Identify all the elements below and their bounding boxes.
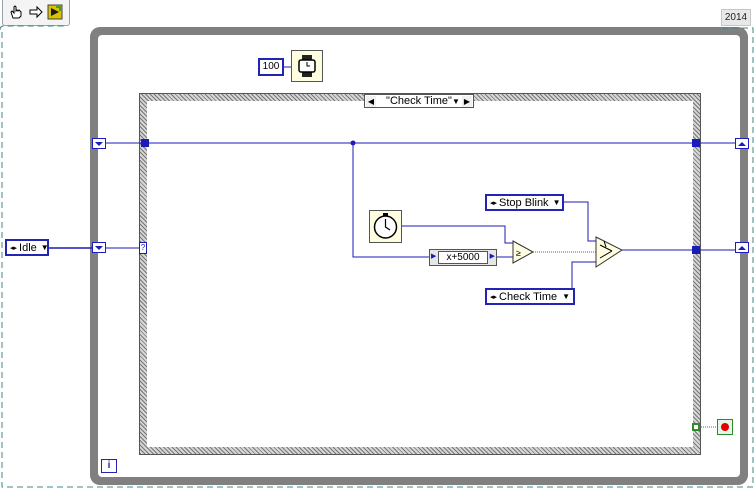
wire-clock [402,225,513,244]
chevron-down-icon[interactable]: ▼ [552,198,561,207]
version-label: 2014 [721,9,751,26]
wait-ms-node[interactable] [291,50,323,82]
chevron-down-icon[interactable]: ▼ [40,243,49,252]
tunnel-right-top [692,139,700,147]
case-selector[interactable]: ◀ "Check Time" ▼ ▶ [364,94,474,108]
toolbar-tab [2,0,70,26]
shift-register-left-mid[interactable] [92,242,106,253]
case-next-icon[interactable]: ▶ [462,96,472,107]
clock-icon [373,213,398,239]
select-node [595,236,624,268]
chevron-down-icon[interactable]: ▼ [562,292,570,301]
case-structure-body [147,101,693,447]
case-selector-label: "Check Time" [386,95,452,107]
enum-check-time-label: Check Time [499,290,558,303]
iteration-terminal[interactable]: i [101,459,117,473]
case-prev-icon[interactable]: ◀ [366,96,376,107]
tunnel-left-top [141,139,149,147]
enum-arrows-icon: ◂▸ [10,244,18,252]
wire-wait [284,66,292,68]
case-structure[interactable] [139,93,701,455]
right-arrow-icon[interactable] [28,4,44,20]
enum-stop-blink[interactable]: ◂▸ Stop Blink ▼ [485,194,564,211]
tick-count-node[interactable] [369,210,402,243]
enum-idle[interactable]: ◂▸ Idle ▼ [5,239,49,256]
wait-ms-constant[interactable]: 100 [258,58,284,76]
greater-equal-node [512,240,535,264]
block-diagram-border [0,25,754,488]
wire-to-add [352,143,433,258]
enum-idle-label: Idle [19,241,37,254]
wire-check-time [571,261,596,296]
wire-stop-blink [563,201,596,242]
case-selector-terminal[interactable]: ? [139,242,147,254]
hand-pointer-icon[interactable] [8,4,24,20]
tunnel-right-mid [692,246,700,254]
enum-arrows-icon: ◂▸ [490,293,498,301]
case-dropdown-icon[interactable]: ▼ [452,96,460,107]
enum-arrows-icon: ◂▸ [490,199,498,207]
toolbar: 2014 [0,0,755,26]
labview-vi-icon[interactable] [47,4,63,20]
wristwatch-icon [298,55,316,77]
add-5000-node[interactable]: ▶ x+5000 ▶ [429,249,497,266]
shift-register-right-mid[interactable] [735,242,749,253]
output-arrow-icon: ▶ [489,253,495,260]
enum-check-time[interactable]: ◂▸ Check Time ▼ [485,288,575,305]
add-5000-label: x+5000 [438,251,488,264]
enum-stop-blink-label: Stop Blink [499,196,549,209]
shift-register-right-top[interactable] [735,138,749,149]
stop-icon [721,423,729,431]
shift-register-left-top[interactable] [92,138,106,149]
svg-text:≥: ≥ [516,248,521,258]
loop-stop-terminal[interactable] [717,419,733,435]
input-arrow-icon: ▶ [431,253,437,260]
